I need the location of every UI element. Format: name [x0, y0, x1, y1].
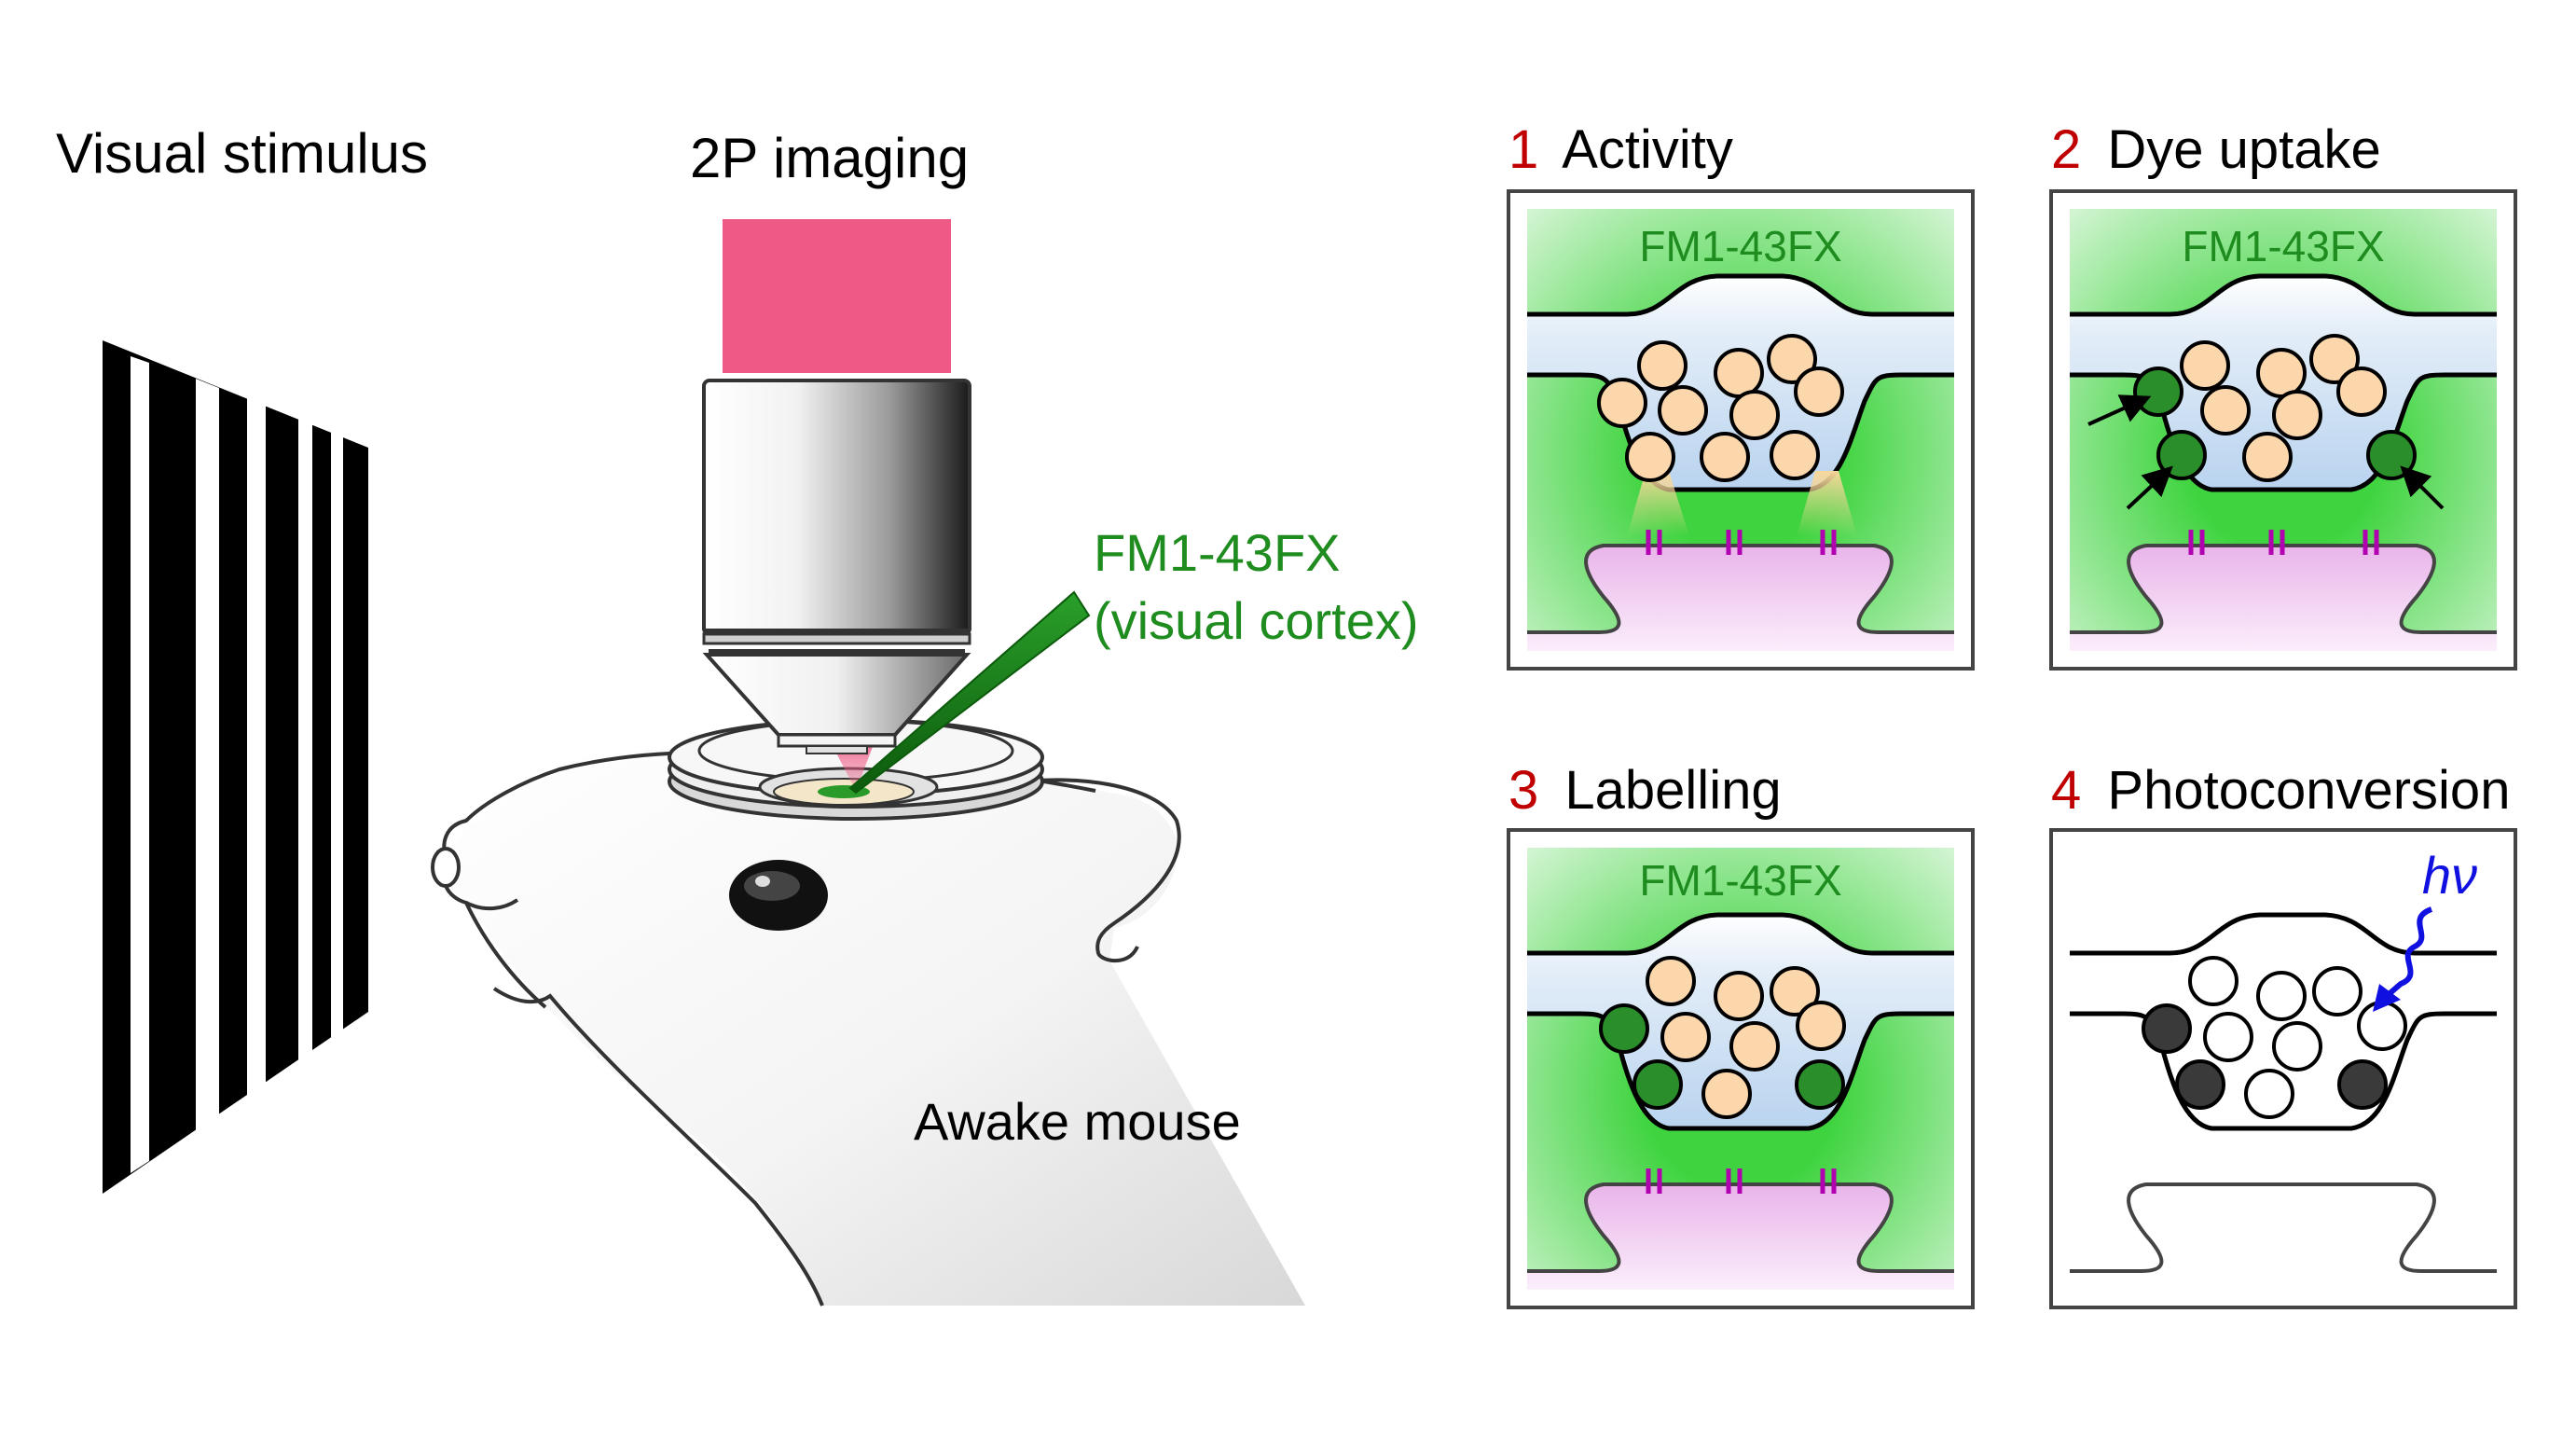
panel-2-dye-label: FM1-43FX — [2182, 222, 2384, 270]
awake-mouse — [431, 747, 1305, 1307]
panel-1-dye-label: FM1-43FX — [1639, 222, 1841, 270]
stimulus-grating — [103, 340, 368, 1194]
panel-4-number: 4 — [2051, 760, 2081, 821]
imaging-label: 2P imaging — [690, 127, 969, 189]
laser-beam — [723, 219, 951, 373]
panel-3-dye-label: FM1-43FX — [1639, 856, 1841, 905]
panel-2-number: 2 — [2051, 119, 2081, 180]
objective-lens — [702, 379, 971, 754]
awake-mouse-label: Awake mouse — [914, 1092, 1241, 1151]
panel-3-title-text: Labelling — [1564, 760, 1781, 821]
panel-3-title: 3 Labelling — [1508, 760, 1782, 821]
panel-4-light-label: hν — [2422, 846, 2477, 905]
panel-2-title-text: Dye uptake — [2107, 119, 2380, 180]
panel-2-dye-uptake: 2 Dye uptake FM1-43FX — [2049, 119, 2517, 671]
dye-label-line2: (visual cortex) — [1094, 591, 1419, 650]
panel-4-title: 4 Photoconversion — [2051, 760, 2510, 821]
panel-3-number: 3 — [1508, 760, 1538, 821]
dye-pipette — [848, 590, 1091, 795]
panel-1-title-text: Activity — [1562, 119, 1733, 180]
panel-1-number: 1 — [1508, 119, 1538, 180]
panel-4-photoconversion: 4 Photoconversion hν — [2049, 760, 2517, 1309]
panel-1-title: 1 Activity — [1508, 119, 1733, 180]
panel-2-title: 2 Dye uptake — [2051, 119, 2381, 180]
panel-1-activity: 1 Activity FM1-43FX — [1507, 119, 1975, 671]
light-wave-arrow — [2385, 906, 2433, 999]
panel-4-title-text: Photoconversion — [2107, 760, 2510, 821]
dye-label-line1: FM1-43FX — [1094, 523, 1341, 582]
panel-3-labelling: 3 Labelling FM1-43FX — [1507, 760, 1975, 1309]
visual-stimulus-label: Visual stimulus — [56, 122, 428, 185]
cranial-window — [668, 718, 1044, 821]
